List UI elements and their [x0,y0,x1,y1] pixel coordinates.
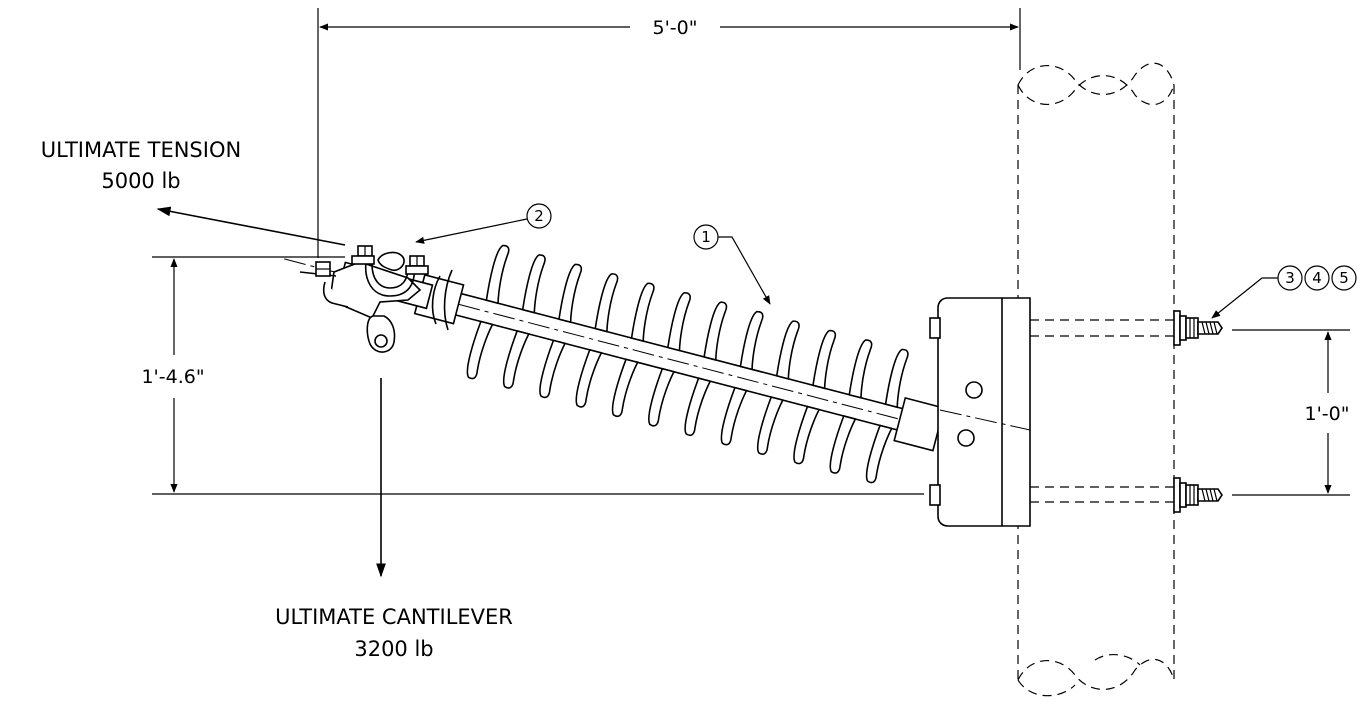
svg-text:5: 5 [1339,269,1349,287]
svg-text:2: 2 [534,207,544,225]
svg-text:4: 4 [1312,269,1322,287]
svg-text:3: 3 [1285,269,1295,287]
post-insulator [284,244,962,484]
dimension-horizontal: 5'-0" [317,8,1021,258]
insulator-shed [611,282,655,418]
upper-bolt-hardware [1173,310,1223,346]
balloon-3: 3 [1211,265,1303,319]
svg-text:1: 1 [701,228,711,246]
insulator-shed [793,329,837,465]
lower-bolt-hardware [1173,477,1223,513]
tension-title: ULTIMATE TENSION [41,138,241,162]
insulator-shed [684,301,728,437]
insulator-shed [829,339,873,474]
insulator-shed [502,254,546,389]
insulator-shed [575,273,619,408]
insulator-shed [466,244,510,380]
cantilever-value: 3200 lb [354,637,433,661]
insulator-shed [648,292,691,427]
insulator-shed [720,310,764,446]
line-clamp [299,245,453,353]
dimension-vertical-right-label: 1'-0" [1305,403,1350,425]
balloon-4: 4 [1304,265,1330,291]
insulator-sheds [466,244,909,484]
dimension-vertical-left-label: 1'-4.6" [141,366,204,388]
insulator-shed [756,320,800,455]
tension-load-arrow [156,206,346,246]
balloon-5: 5 [1331,265,1357,291]
dimension-vertical-right: 1'-0" [1232,329,1350,496]
insulator-shed [539,263,583,399]
dimension-horizontal-label: 5'-0" [653,17,698,39]
utility-pole [1017,62,1175,697]
cantilever-title: ULTIMATE CANTILEVER [275,605,513,629]
dimension-vertical-left: 1'-4.6" [141,256,924,495]
tension-value: 5000 lb [101,169,180,193]
insulator-shed [865,348,909,484]
pole-mounting-bracket [929,297,1031,527]
balloon-2: 2 [415,203,552,244]
balloon-1: 1 [693,224,771,305]
